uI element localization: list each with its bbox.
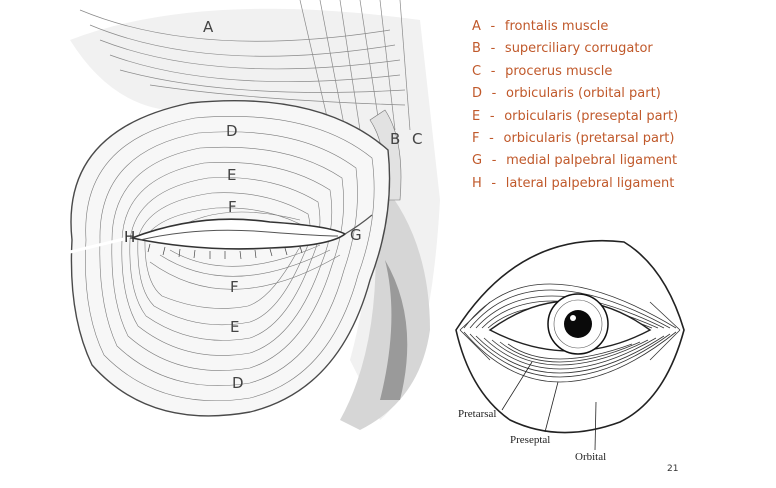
legend-item: D-orbicularis (orbital part) — [472, 83, 678, 105]
legend-item: E-orbicularis (preseptal part) — [472, 106, 678, 128]
label-a: A — [203, 18, 214, 36]
legend-letter: F — [472, 130, 480, 146]
legend-item: H-lateral palpebral ligament — [472, 173, 678, 195]
legend-letter: E — [472, 108, 481, 124]
orbicularis-eye-diagram — [455, 239, 685, 451]
legend-separator: - — [491, 175, 497, 191]
label-b: B — [390, 130, 401, 148]
muscle-legend: A-frontalis muscle B-superciliary corrug… — [472, 16, 678, 195]
legend-text: lateral palpebral ligament — [505, 175, 675, 191]
legend-text: superciliary corrugator — [504, 41, 653, 57]
legend-text: procerus muscle — [505, 63, 613, 79]
legend-letter: C — [472, 63, 482, 79]
legend-item: B-superciliary corrugator — [472, 38, 678, 60]
label-e-bottom: E — [230, 318, 240, 336]
legend-letter: B — [472, 41, 481, 57]
label-e-top: E — [227, 166, 237, 184]
legend-item: C-procerus muscle — [472, 61, 678, 83]
label-f-bottom: F — [230, 278, 239, 296]
label-h: H — [124, 228, 136, 246]
legend-separator: - — [490, 63, 496, 79]
legend-separator: - — [489, 108, 495, 124]
legend-text: orbicularis (orbital part) — [506, 86, 661, 102]
pretarsal-label: Pretarsal — [458, 408, 497, 420]
orbital-label: Orbital — [575, 451, 607, 463]
legend-text: orbicularis (pretarsal part) — [503, 130, 675, 146]
legend-letter: G — [472, 153, 483, 169]
legend-separator: - — [491, 153, 497, 169]
label-g: G — [350, 226, 362, 244]
legend-text: orbicularis (preseptal part) — [504, 108, 679, 124]
label-d-bottom: D — [232, 374, 244, 392]
legend-item: A-frontalis muscle — [472, 16, 678, 38]
label-d-top: D — [226, 122, 238, 140]
legend-text: medial palpebral ligament — [506, 153, 678, 169]
label-f-top: F — [228, 198, 237, 216]
legend-letter: A — [472, 19, 481, 34]
legend-letter: D — [472, 86, 483, 102]
preseptal-label: Preseptal — [510, 434, 551, 446]
legend-item: G-medial palpebral ligament — [472, 150, 678, 172]
legend-letter: H — [472, 175, 482, 191]
legend-separator: - — [490, 19, 496, 34]
eye-muscle-illustration — [69, 0, 440, 430]
legend-item: F-orbicularis (pretarsal part) — [472, 128, 678, 150]
legend-separator: - — [490, 41, 496, 57]
legend-separator: - — [491, 86, 497, 102]
legend-separator: - — [489, 130, 494, 146]
label-c: C — [412, 130, 423, 148]
page-number: 21 — [667, 464, 679, 474]
legend-text: frontalis muscle — [504, 19, 609, 34]
